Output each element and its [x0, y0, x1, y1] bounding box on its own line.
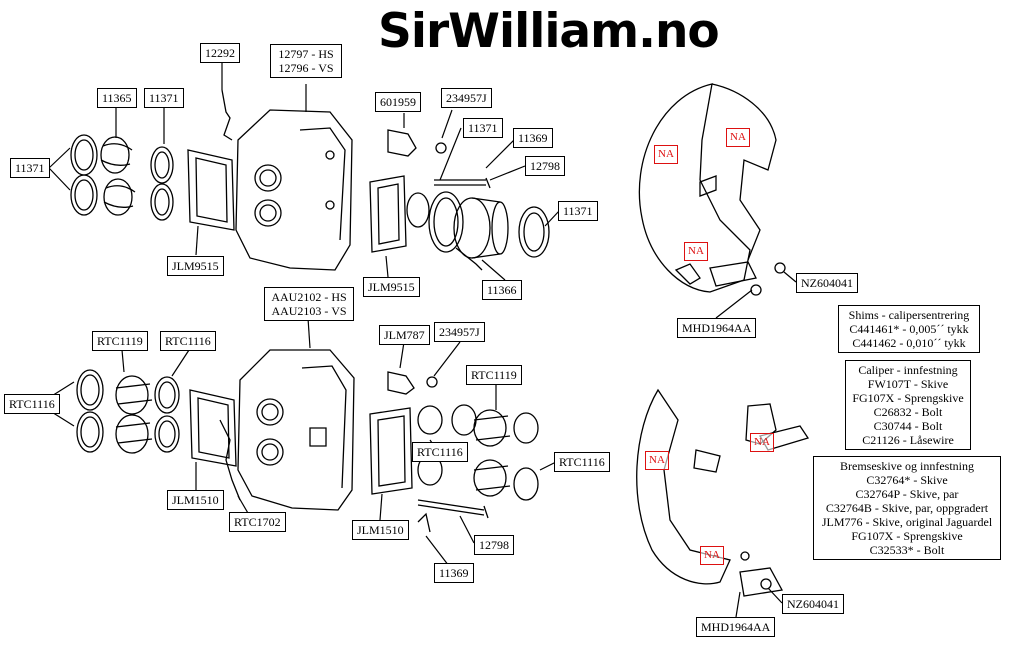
caliper-mount-line: C21126 - Låsewire — [862, 433, 954, 447]
top-pistons-11365 — [100, 136, 136, 216]
label-rtc1702: RTC1702 — [229, 512, 286, 532]
label-mhd1964aa: MHD1964AA — [677, 318, 757, 338]
label-11366: 11366 — [482, 280, 522, 300]
na-marker: NA — [726, 128, 750, 147]
top-clip — [455, 247, 483, 271]
label-12797: 12797 - HS — [278, 47, 334, 61]
label-12798: 12798 — [474, 535, 514, 555]
bottom-spring-rtc1702 — [219, 419, 241, 501]
label-rtc1119: RTC1119 — [466, 365, 522, 385]
disc-mount-box: Bremseskive og innfestning C32764* - Ski… — [813, 456, 1001, 560]
label-11369: 11369 — [434, 563, 474, 583]
caliper-mount-line: FG107X - Sprengskive — [852, 391, 964, 405]
caliper-mount-title: Caliper - innfestning — [858, 363, 958, 377]
top-pad-right — [369, 175, 407, 253]
shims-title: Shims - calipersentrering — [848, 308, 970, 322]
label-12797-12796: 12797 - HS 12796 - VS — [270, 44, 342, 78]
na-marker: NA — [645, 451, 669, 470]
label-jlm787: JLM787 — [379, 325, 430, 345]
label-jlm9515: JLM9515 — [363, 277, 420, 297]
disc-mount-line: C32764P - Skive, par — [855, 487, 959, 501]
label-12796: 12796 - VS — [278, 61, 334, 75]
label-jlm1510: JLM1510 — [167, 490, 224, 510]
label-11371: 11371 — [10, 158, 50, 178]
label-11371: 11371 — [144, 88, 184, 108]
label-mhd1964aa: MHD1964AA — [696, 617, 776, 637]
shims-box: Shims - calipersentrering C441461* - 0,0… — [838, 305, 980, 353]
disc-mount-line: C32764* - Skive — [866, 473, 948, 487]
label-aau2102-aau2103: AAU2102 - HS AAU2103 - VS — [264, 287, 354, 321]
label-nz604041: NZ604041 — [796, 273, 858, 293]
bottom-pistons-rtc1119 — [115, 375, 153, 454]
label-jlm9515: JLM9515 — [167, 256, 224, 276]
label-nz604041: NZ604041 — [782, 594, 844, 614]
label-rtc1116: RTC1116 — [412, 442, 468, 462]
disc-mount-title: Bremseskive og innfestning — [840, 459, 974, 473]
disc-mount-line: JLM776 - Skive, original Jaguardel — [821, 515, 993, 529]
disc-mount-line: C32533* - Bolt — [869, 543, 945, 557]
na-marker: NA — [684, 242, 708, 261]
bottom-pad-jlm1510 — [189, 389, 237, 467]
label-601959: 601959 — [375, 92, 421, 112]
label-rtc1116: RTC1116 — [554, 452, 610, 472]
bottom-rings-rtc1116 — [154, 376, 180, 453]
label-11371: 11371 — [558, 201, 598, 221]
na-marker: NA — [654, 145, 678, 164]
top-bleed-screw — [387, 129, 447, 157]
top-pad-jlm9515 — [187, 149, 235, 231]
bottom-pistons-right — [451, 404, 539, 501]
label-12798: 12798 — [525, 156, 565, 176]
label-rtc1119: RTC1119 — [92, 331, 148, 351]
bottom-pin-12798 — [417, 499, 489, 519]
label-234957J: 234957J — [441, 88, 492, 108]
label-11371: 11371 — [463, 118, 503, 138]
disc-mount-line: C32764B - Skive, par, oppgradert — [825, 501, 989, 515]
label-11365: 11365 — [97, 88, 137, 108]
top-seal-rings — [70, 134, 98, 216]
dust-shield-top — [638, 83, 786, 296]
bottom-pad-right — [369, 407, 413, 495]
na-marker: NA — [700, 546, 724, 565]
top-large-seal — [428, 191, 464, 253]
shims-line: C441462 - 0,010´´ tykk — [852, 336, 966, 350]
bottom-bleed-screw — [387, 371, 438, 395]
top-pin-12798 — [434, 177, 491, 189]
label-aau2103: AAU2103 - VS — [271, 304, 347, 318]
label-12292: 12292 — [200, 43, 240, 63]
label-rtc1116: RTC1116 — [160, 331, 216, 351]
dust-shield-bottom — [636, 388, 810, 597]
caliper-mount-box: Caliper - innfestning FW107T - Skive FG1… — [845, 360, 971, 450]
label-jlm1510: JLM1510 — [352, 520, 409, 540]
disc-mount-line: FG107X - Sprengskive — [851, 529, 963, 543]
bottom-clip-11369 — [417, 512, 431, 533]
na-marker: NA — [750, 433, 774, 452]
shims-line: C441461* - 0,005´´ tykk — [849, 322, 969, 336]
top-rings-11371 — [150, 146, 174, 221]
label-234957J: 234957J — [434, 322, 485, 342]
caliper-mount-line: C30744 - Bolt — [873, 419, 943, 433]
top-ring-right — [518, 206, 550, 258]
label-rtc1116: RTC1116 — [4, 394, 60, 414]
top-caliper-body — [235, 109, 353, 271]
top-pin-12292 — [221, 89, 233, 141]
label-aau2102: AAU2102 - HS — [271, 290, 347, 304]
top-ring-center — [406, 192, 430, 228]
label-11369: 11369 — [513, 128, 553, 148]
top-piston-11366 — [453, 197, 509, 259]
site-logo: SirWilliam.no — [378, 4, 720, 59]
caliper-mount-line: FW107T - Skive — [867, 377, 949, 391]
caliper-mount-line: C26832 - Bolt — [873, 405, 943, 419]
bottom-caliper-body — [237, 349, 355, 511]
bottom-seal-rings — [76, 369, 104, 453]
